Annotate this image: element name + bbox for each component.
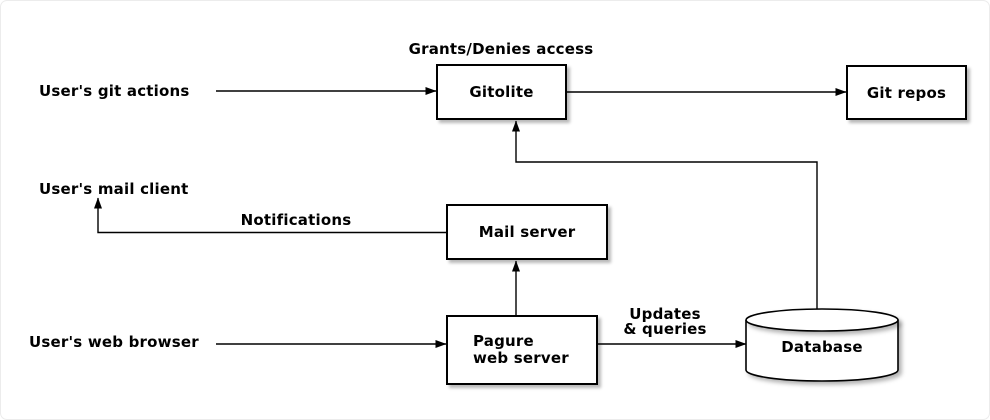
edge-label-grants-denies-access: Grants/Denies access <box>408 40 594 58</box>
edge-label-updates-line2: & queries <box>623 320 707 338</box>
node-mail-server-label: Mail server <box>478 223 576 241</box>
node-pagure-label-line2: web server <box>473 349 569 367</box>
arrow-mail-server-to-mail-client <box>94 197 446 234</box>
node-mail-server: Mail server <box>446 204 608 260</box>
label-users-mail-client: User's mail client <box>39 180 189 198</box>
edge-label-updates-line1: Updates <box>629 305 701 323</box>
node-database: Database <box>746 313 898 381</box>
node-git-repos: Git repos <box>846 65 967 120</box>
node-pagure-label-line1: Pagure <box>473 332 534 350</box>
arrow-database-to-gitolite <box>512 120 818 309</box>
edge-label-notifications: Notifications <box>240 211 352 229</box>
label-users-web-browser: User's web browser <box>29 333 199 351</box>
label-users-git-actions: User's git actions <box>39 82 190 100</box>
node-git-repos-label: Git repos <box>866 83 947 102</box>
database-cylinder-icon <box>745 308 899 382</box>
node-database-label: Database <box>781 338 863 356</box>
node-gitolite: Gitolite <box>436 64 567 120</box>
node-gitolite-label: Gitolite <box>469 83 534 101</box>
edge-label-updates-queries: Updates & queries <box>623 307 706 337</box>
node-pagure-web-server: Pagure web server <box>446 315 598 385</box>
